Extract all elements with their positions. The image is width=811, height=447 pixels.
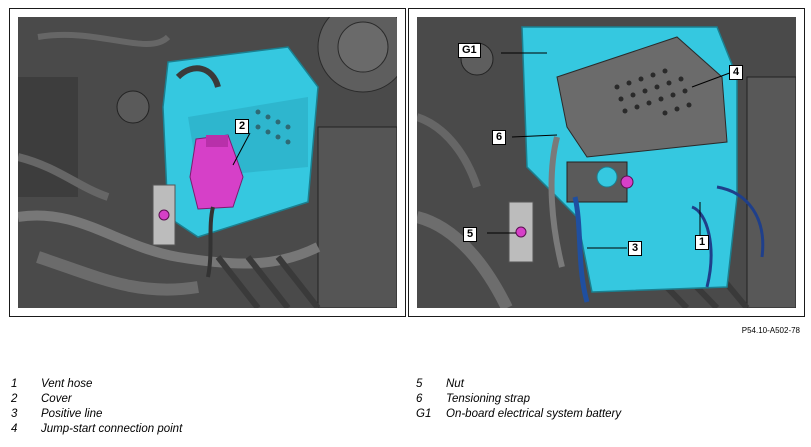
legend-item: 4 Jump-start connection point (11, 422, 182, 437)
legend-text: Nut (446, 378, 464, 390)
battery-cover (556, 36, 728, 158)
callout-3: 3 (628, 241, 643, 256)
legend-number: 1 (11, 378, 18, 390)
left-illustration (18, 17, 397, 308)
legend-text: Positive line (41, 408, 103, 420)
legend-number: 4 (11, 423, 18, 435)
right-engine-bay-drawing (417, 17, 796, 308)
right-illustration (417, 17, 796, 308)
left-figure: 2 (9, 8, 406, 317)
figure-reference: P54.10-A502-78 (741, 326, 800, 335)
legend-number: 3 (11, 408, 18, 420)
callout-g1: G1 (458, 43, 481, 58)
callout-4: 4 (729, 65, 744, 80)
legend-number: 6 (416, 393, 423, 405)
legend-item: 6 Tensioning strap (416, 392, 621, 407)
callout-2: 2 (235, 119, 250, 134)
left-engine-bay-drawing (18, 17, 397, 308)
legend-item: 2 Cover (11, 392, 182, 407)
legend-item: G1 On-board electrical system battery (416, 407, 621, 422)
callout-1: 1 (695, 235, 710, 250)
legend-text: Vent hose (41, 378, 93, 390)
nut-marker (515, 226, 527, 238)
legend-text: Jump-start connection point (41, 423, 183, 435)
legend-number: 2 (11, 393, 18, 405)
jump-start-point-marker (158, 209, 170, 221)
legend-number: 5 (416, 378, 423, 390)
legend-item: 3 Positive line (11, 407, 182, 422)
callout-5: 5 (463, 227, 478, 242)
legend-text: On-board electrical system battery (446, 408, 622, 420)
legend-text: Tensioning strap (446, 393, 530, 405)
right-figure: G1 4 6 5 3 1 (408, 8, 805, 317)
legend-right: 5 Nut 6 Tensioning strap G1 On-board electr… (416, 377, 621, 422)
cover-highlight (189, 134, 244, 210)
legend-item: 5 Nut (416, 377, 621, 392)
legend-text: Cover (41, 393, 72, 405)
callout-6: 6 (492, 130, 507, 145)
legend-item: 1 Vent hose (11, 377, 182, 392)
legend-left: 1 Vent hose 2 Cover 3 Positive line 4 Jump-s… (11, 377, 182, 437)
legend-number: G1 (416, 408, 432, 420)
